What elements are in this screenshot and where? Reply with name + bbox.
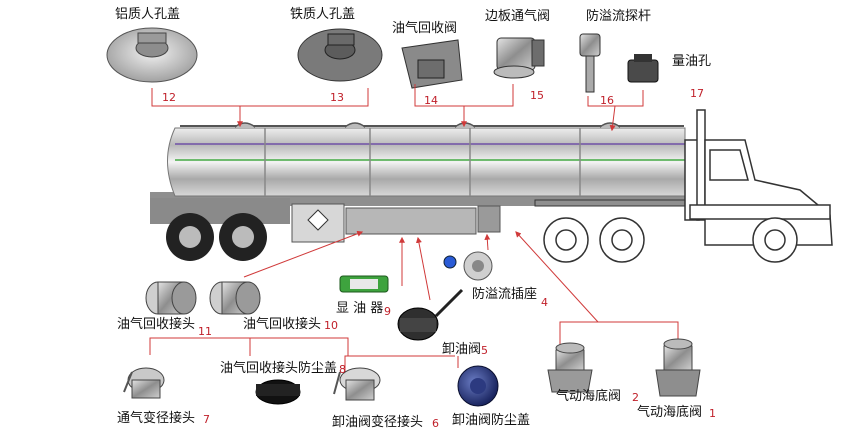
pneumatic-foot-valve-b-picture: [655, 338, 701, 397]
truck-cab: [684, 109, 833, 246]
label-discharge-valve: 卸油阀: [442, 342, 482, 357]
number-12: 12: [162, 91, 176, 104]
overfill-probe-picture: [579, 33, 601, 93]
label-pneumatic-foot-valve-a: 气动海底阀: [556, 389, 622, 404]
vent-reducer-picture: [123, 367, 165, 399]
label-side-vent-valve: 边板通气阀: [485, 9, 551, 24]
label-discharge-reducer: 卸油阀变径接头: [332, 415, 424, 430]
cab-frame-outline: [534, 199, 686, 207]
hazard-diamond-icon: [307, 209, 329, 231]
number-4: 4: [541, 296, 548, 309]
overfill-socket-picture: [443, 251, 493, 281]
number-5: 5: [481, 344, 488, 357]
number-17: 17: [690, 87, 704, 100]
top-callout-lines: [149, 84, 679, 378]
label-discharge-dust-cap: 卸油阀防尘盖: [452, 413, 531, 428]
label-vapor-coupling-b: 油气回收接头: [243, 317, 322, 332]
pneumatic-foot-valve-a-picture: [547, 342, 593, 393]
gauging-hatch-picture: [627, 54, 659, 83]
number-6: 6: [432, 417, 439, 430]
number-8: 8: [339, 363, 346, 376]
number-15: 15: [530, 89, 544, 102]
sight-glass-picture: [339, 275, 389, 293]
number-1: 1: [709, 407, 716, 420]
trailer-wheels: [166, 213, 267, 261]
tank-body: [167, 127, 686, 197]
valve-box: [345, 207, 477, 235]
number-7: 7: [203, 413, 210, 426]
label-gauging-hatch: 量油孔: [672, 54, 712, 69]
label-vapor-recovery-valve: 油气回收阀: [392, 21, 458, 36]
label-aluminum-manhole-cover: 铝质人孔盖: [115, 7, 181, 22]
cab-wheels: [543, 217, 798, 263]
label-iron-manhole-cover: 铁质人孔盖: [290, 7, 356, 22]
label-pneumatic-foot-valve-b: 气动海底阀: [637, 405, 703, 420]
aluminum-manhole-cover-picture: [106, 27, 198, 83]
valve-box-small: [477, 205, 501, 233]
discharge-valve-picture: [397, 288, 464, 341]
number-9: 9: [384, 305, 391, 318]
vapor-coupling-a-picture: [145, 281, 197, 315]
discharge-dust-cap-picture: [457, 365, 499, 407]
side-vent-valve-picture: [493, 37, 545, 79]
label-vapor-coupling-a: 油气回收接头: [117, 317, 196, 332]
vapor-recovery-valve-picture: [401, 39, 463, 89]
vapor-coupling-b-picture: [209, 281, 261, 315]
label-vent-reducer: 通气变径接头: [117, 411, 196, 426]
manhole-bulges: [234, 122, 621, 128]
iron-manhole-cover-picture: [297, 28, 383, 82]
rear-bumper: [150, 198, 290, 224]
number-2: 2: [632, 391, 639, 404]
label-vapor-coupling-dust-cap: 油气回收接头防尘盖: [220, 361, 338, 376]
number-10: 10: [324, 319, 338, 332]
label-overfill-probe: 防溢流探杆: [586, 9, 652, 24]
label-overfill-socket: 防溢流插座: [472, 287, 538, 302]
number-13: 13: [330, 91, 344, 104]
number-16: 16: [600, 94, 614, 107]
number-11: 11: [198, 325, 212, 338]
tank-truck-illustration: [150, 109, 833, 263]
label-sight-glass: 显 油 器: [336, 301, 384, 316]
number-14: 14: [424, 94, 438, 107]
discharge-reducer-picture: [333, 367, 381, 401]
vapor-coupling-dust-cap-picture: [255, 379, 301, 405]
